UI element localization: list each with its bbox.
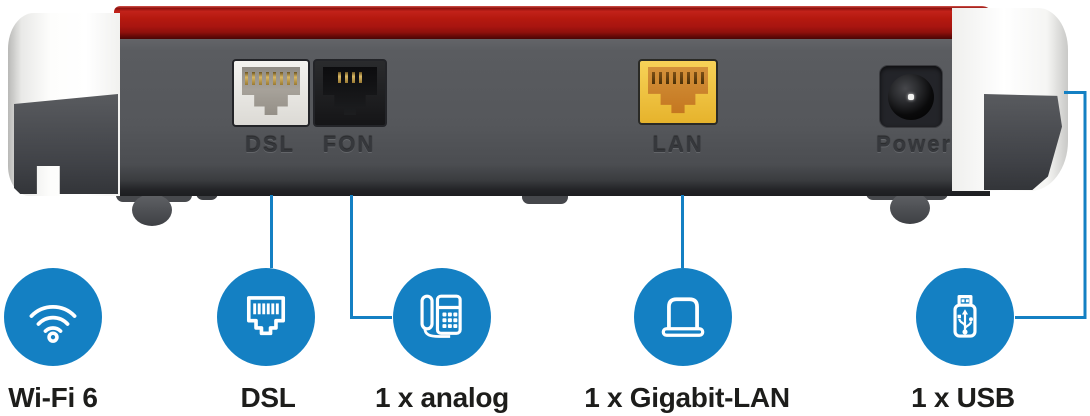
router-left-recess [14,94,118,194]
callout-line-usb [1015,91,1087,319]
feature-circle-gigabit-lan [634,268,732,366]
fon-port [313,59,387,127]
port-label-power: Power [875,132,953,157]
port-label-fon: FON [322,132,376,157]
laptop-icon [661,297,705,337]
feature-label-analog: 1 x analog [375,382,509,413]
lan-port-pins [652,72,704,84]
lan-port [638,59,718,125]
feature-circle-usb [916,268,1014,366]
dsl-port [232,59,310,127]
callout-line-fon-analog [350,195,392,319]
power-barrel [888,73,934,120]
power-jack [880,66,942,127]
port-label-dsl: DSL [245,132,295,157]
feature-circle-dsl [217,268,315,366]
feature-label-usb: 1 x USB [911,382,1015,413]
feature-circle-analog [393,268,491,366]
wifi-icon [29,305,77,343]
usb-stick-icon [953,295,977,338]
feature-circle-wifi [4,268,102,366]
power-center-pin [908,93,914,100]
fon-port-pins [338,72,362,83]
telephone-icon [420,294,462,338]
feature-label-dsl: DSL [240,382,296,413]
port-label-lan: LAN [652,132,704,157]
router-foot-right-nub [890,192,930,224]
router-red-top-band [114,6,992,39]
feature-label-wifi: Wi-Fi 6 [8,382,98,413]
feature-label-gigabit-lan: 1 x Gigabit-LAN [584,382,790,413]
rj45-jack-icon [246,296,286,336]
router-foot-left-nub [132,194,172,226]
dsl-port-pins [245,72,297,85]
